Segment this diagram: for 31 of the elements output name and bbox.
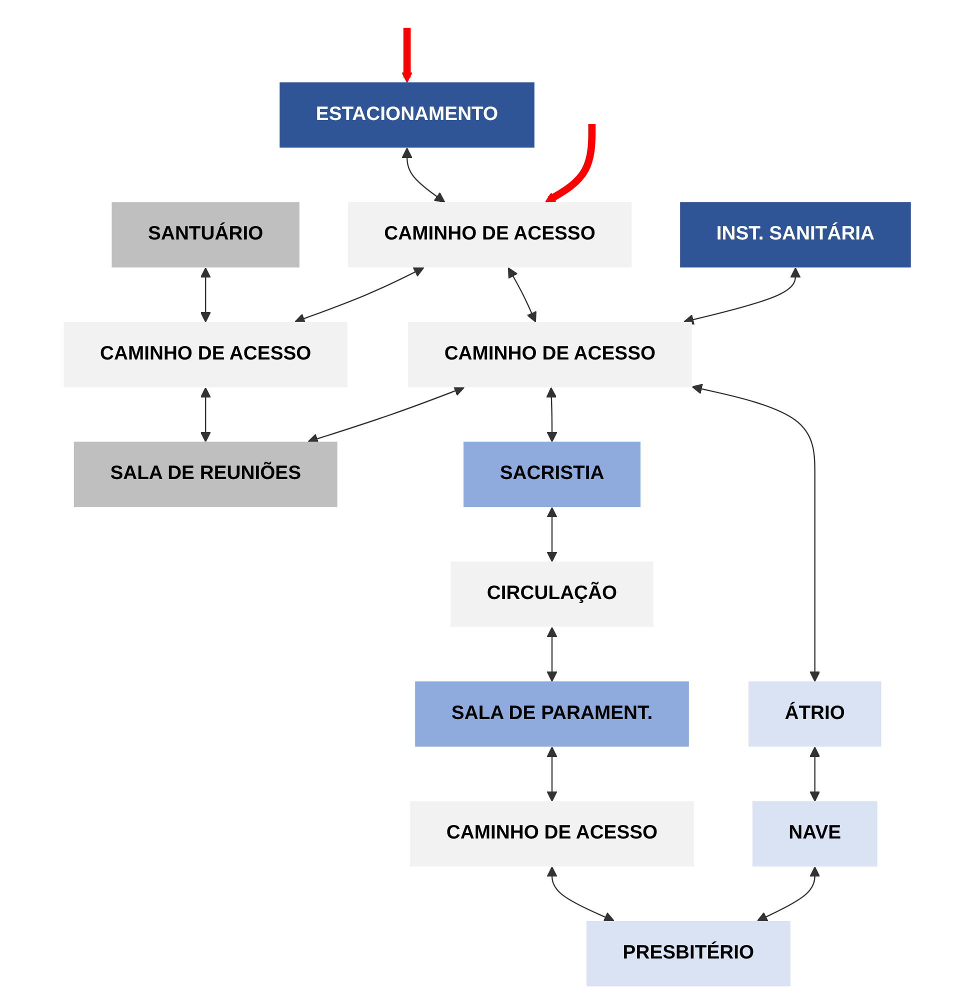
arrow <box>546 387 558 442</box>
node-box: NAVE <box>752 801 878 866</box>
arrow <box>402 148 446 203</box>
arrow <box>200 387 212 442</box>
node-box: CAMINHO DE ACESSO <box>348 202 632 268</box>
node-box: SALA DE REUNIÕES <box>74 442 338 508</box>
arrow <box>545 124 596 203</box>
node-box: PRESBITÉRIO <box>586 920 791 986</box>
arrow <box>508 267 537 322</box>
node-box: SALA DE PARAMENT. <box>415 681 690 747</box>
arrow <box>546 507 558 562</box>
arrow <box>402 28 413 83</box>
arrow <box>684 267 802 325</box>
node-box: CAMINHO DE ACESSO <box>410 801 694 866</box>
arrow <box>200 267 212 322</box>
node-box: CAMINHO DE ACESSO <box>64 322 348 388</box>
node-box: ÁTRIO <box>748 681 882 747</box>
arrow <box>308 386 465 444</box>
arrow <box>294 267 424 324</box>
arrow <box>692 384 820 682</box>
node-box: SACRISTIA <box>464 442 641 508</box>
arrow <box>546 626 558 682</box>
node-box: CIRCULAÇÃO <box>450 562 654 627</box>
node-box: SANTUÁRIO <box>112 202 300 268</box>
node-box: INST. SANITÁRIA <box>680 202 912 268</box>
node-box: ESTACIONAMENTO <box>280 82 535 148</box>
arrow <box>757 866 820 922</box>
arrow <box>810 746 820 802</box>
arrow <box>546 866 615 922</box>
node-box: CAMINHO DE ACESSO <box>408 322 692 388</box>
arrow <box>546 746 558 802</box>
